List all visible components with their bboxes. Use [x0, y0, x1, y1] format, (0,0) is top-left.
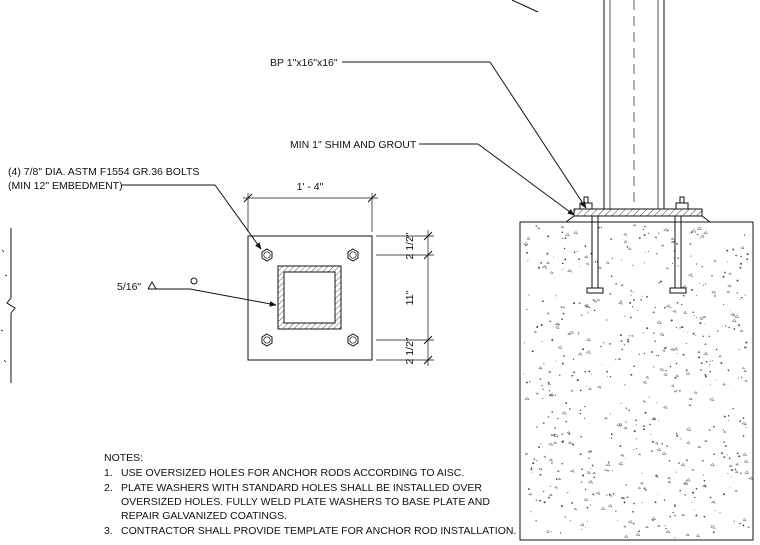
note-2-line: PLATE WASHERS WITH STANDARD HOLES SHALL …: [121, 482, 482, 494]
note-3-line: CONTRACTOR SHALL PROVIDE TEMPLATE FOR AN…: [121, 525, 516, 537]
anchor-bolts-label-line1: (4) 7/8" DIA. ASTM F1554 GR.36 BOLTS: [8, 166, 199, 178]
shim-grout-callout: MIN 1" SHIM AND GROUT: [290, 139, 575, 216]
anchor-bolts-callout: (4) 7/8" DIA. ASTM F1554 GR.36 BOLTS (MI…: [8, 166, 262, 250]
base-plate-outline: [247, 235, 373, 361]
pier-section-view: BP 1"x16"x16" MIN 1" SHIM AND GROUT: [270, 0, 754, 541]
grout-pad: [565, 215, 711, 223]
weld-symbol: 5/16": [117, 277, 277, 307]
plate-width-label: 1' - 4": [297, 181, 324, 193]
notes-title: NOTES:: [104, 452, 143, 464]
anchor-bolt-hex: [261, 248, 273, 262]
anchor-rod-right: [669, 196, 689, 294]
adjacent-section-fragment: [0, 228, 16, 383]
steel-column: [603, 0, 665, 209]
base-plate-label: BP 1"x16"x16": [270, 57, 338, 69]
plate-width-dimension: 1' - 4": [243, 181, 378, 232]
edge-distance-bottom-label: 2 1/2": [404, 337, 416, 364]
weld-size-label: 5/16": [117, 281, 141, 293]
shim-grout-label: MIN 1" SHIM AND GROUT: [290, 139, 417, 151]
concrete-pier: [519, 221, 754, 541]
note-2-line: REPAIR GALVANIZED COATINGS.: [121, 510, 287, 522]
anchor-bolt-hex: [347, 248, 359, 262]
note-2-number: 2.: [104, 482, 113, 494]
bolt-spacing-dimension: 2 1/2" 11" 2 1/2": [376, 230, 434, 366]
note-1-line: USE OVERSIZED HOLES FOR ANCHOR RODS ACCO…: [121, 467, 464, 479]
note-3-number: 3.: [104, 525, 113, 537]
general-notes: NOTES: 1. USE OVERSIZED HOLES FOR ANCHOR…: [104, 452, 516, 537]
base-plate-section: [573, 208, 703, 217]
note-2-line: OVERSIZED HOLES. FULLY WELD PLATE WASHER…: [121, 496, 490, 508]
note-1-number: 1.: [104, 467, 113, 479]
bolt-spacing-label: 11": [404, 290, 416, 305]
base-plate-plan-view: 1' - 4" 2 1/2" 11" 2 1/2" 5/16": [8, 166, 434, 366]
anchor-bolts-label-line2: (MIN 12" EMBEDMENT): [8, 180, 123, 192]
base-plate-callout: BP 1"x16"x16": [270, 57, 587, 209]
edge-distance-top-label: 2 1/2": [404, 232, 416, 259]
anchor-bolt-hex: [261, 333, 273, 347]
anchor-bolt-hex: [347, 333, 359, 347]
